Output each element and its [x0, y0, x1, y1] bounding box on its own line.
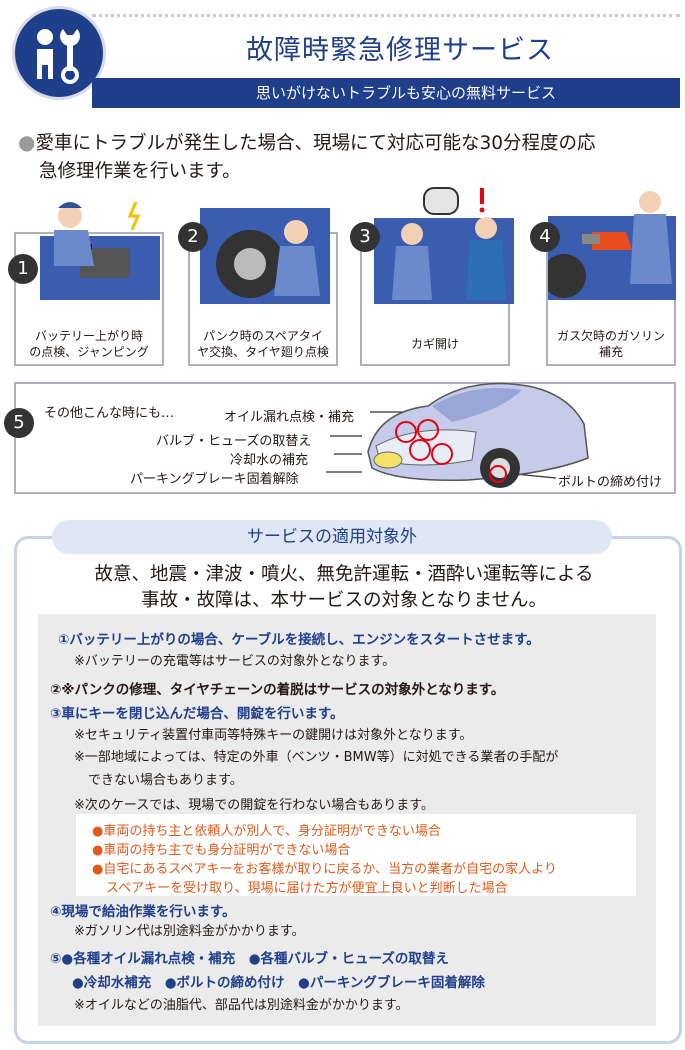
label-parking-brake: パーキングブレーキ固着解除	[130, 472, 299, 487]
item-5-note: ※オイルなどの油脂代、部品代は別途料金がかかります。	[74, 998, 409, 1013]
item-4-note: ※ガソリン代は別途料金がかかります。	[74, 924, 305, 939]
exclusions-lead: 故意、地震・津波・噴火、無免許運転・酒酔い運転等による 事故・故障は、本サービス…	[20, 562, 668, 614]
item-5-line-1: ⑤●各種オイル漏れ点検・補充 ●各種バルブ・ヒューズの取替え	[50, 951, 449, 967]
service-caption-2b: ヤ交換、タイヤ廻り点検	[197, 345, 329, 359]
service-caption-3a: カギ開け	[410, 337, 459, 351]
service-caption-2a: パンク時のスペアタイ	[203, 329, 323, 343]
lockout-mechanic-illustration	[374, 182, 514, 304]
label-bulb-fuse: バルブ・ヒューズの取替え	[156, 434, 312, 449]
item-5-line-2: ●冷却水補充 ●ボルトの締め付け ●パーキングブレーキ固着解除	[72, 975, 485, 991]
service-caption-4a: ガス欠時のガソリン	[556, 329, 665, 343]
item-3-note-2b: できない場合もあります。	[88, 773, 243, 788]
service-card-other	[14, 382, 676, 494]
service-number-3: 3	[350, 222, 380, 252]
wrench-mechanic-logo-icon	[12, 6, 106, 100]
tire-mechanic-illustration	[200, 208, 330, 304]
intro-line-2: 急修理作業を行います。	[39, 161, 241, 182]
other-lead: その他こんな時にも…	[44, 406, 175, 421]
service-number-2: 2	[178, 222, 208, 252]
item-4-heading: ④現場で給油作業を行います。	[50, 904, 236, 920]
item-3-note-1: ※セキュリティ装置付車両等特殊キーの鍵開けは対象外となります。	[74, 728, 473, 743]
service-caption-1b: の点検、ジャンピング	[29, 345, 149, 359]
label-bolt-tightening: ボルトの締め付け	[558, 475, 663, 490]
item-3-note-2a: ※一部地域によっては、特定の外車（ベンツ・BMW等）に対処できる業者の手配が	[74, 750, 559, 765]
exclusions-lead-2: 事故・故障は、本サービスの対象となりません。	[141, 590, 547, 611]
item-3-note-3: ※次のケースでは、現場での開錠を行わない場合もあります。	[74, 798, 434, 813]
label-oil-leak: オイル漏れ点検・補充	[224, 410, 355, 425]
exclusions-lead-1: 故意、地震・津波・噴火、無免許運転・酒酔い運転等による	[94, 564, 594, 585]
item-1-note: ※バッテリーの充電等はサービスの対象外となります。	[74, 654, 396, 669]
intro-line-1: 愛車にトラブルが発生した場合、現場にて対応可能な30分程度の応	[35, 133, 596, 154]
dotted-rule	[92, 14, 680, 17]
item-1-heading: ①バッテリー上がりの場合、ケーブルを接続し、エンジンをスタートさせます。	[58, 632, 540, 648]
case-3-cont: スペアキーを受け取り、現場に届けた方が便宜上良いと判断した場合	[106, 881, 508, 896]
cases-box	[76, 814, 636, 896]
fuel-mechanic-illustration	[542, 182, 676, 300]
item-3-heading: ③車にキーを閉じ込んだ場合、開錠を行います。	[50, 706, 344, 722]
service-number-5: 5	[4, 408, 34, 438]
service-number-4: 4	[530, 222, 560, 252]
case-2: ●車両の持ち主でも身分証明ができない場合	[92, 843, 351, 858]
item-2-heading: ②※パンクの修理、タイヤチェーンの着脱はサービスの対象外となります。	[50, 682, 505, 698]
service-caption-4b: 補充	[598, 345, 623, 359]
service-number-1: 1	[8, 254, 38, 284]
intro-bullet: ●	[18, 130, 36, 154]
case-3: ●自宅にあるスペアキーをお客様が取りに戻るか、当方の業者が自宅の家人より	[92, 862, 557, 877]
service-caption-1a: バッテリー上がり時	[34, 329, 143, 343]
page-title: 故障時緊急修理サービス	[246, 35, 554, 66]
subtitle-bar: 思いがけないトラブルも安心の無料サービス	[92, 78, 680, 108]
battery-mechanic-illustration	[40, 196, 160, 300]
car-illustration	[320, 372, 600, 492]
case-1: ●車両の持ち主と依頼人が別人で、身分証明ができない場合	[92, 824, 441, 839]
intro-text: ●愛車にトラブルが発生した場合、現場にて対応可能な30分程度の応 急修理作業を行…	[18, 128, 678, 186]
label-coolant: 冷却水の補充	[230, 453, 309, 468]
exclusions-title: サービスの適用対象外	[52, 520, 612, 554]
